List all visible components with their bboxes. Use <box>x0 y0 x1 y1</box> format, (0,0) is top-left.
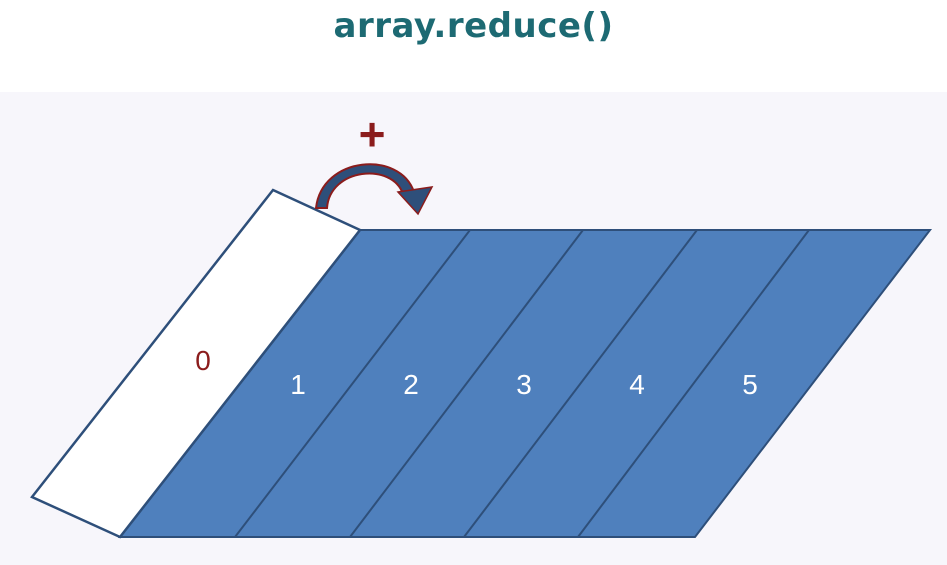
cell-divider <box>349 229 584 538</box>
diagram-stage: + 0 1 2 3 4 5 <box>0 92 947 565</box>
fold-arrow-head-icon <box>396 186 434 216</box>
folded-cell-0 <box>30 188 362 539</box>
operator-label: + <box>359 108 386 160</box>
folded-cell-label: 0 <box>195 345 211 376</box>
cell-label: 1 <box>290 369 306 400</box>
cell-label: 4 <box>629 369 645 400</box>
reduce-diagram: + 0 1 2 3 4 5 <box>30 108 933 539</box>
cell-divider <box>463 229 698 538</box>
cell-label: 2 <box>403 369 419 400</box>
cell-divider <box>577 229 810 538</box>
cell-label: 3 <box>516 369 532 400</box>
cell-divider <box>234 229 471 538</box>
cell-label: 5 <box>742 369 758 400</box>
page-title: array.reduce() <box>333 6 614 46</box>
fold-arrow-icon <box>314 163 416 209</box>
